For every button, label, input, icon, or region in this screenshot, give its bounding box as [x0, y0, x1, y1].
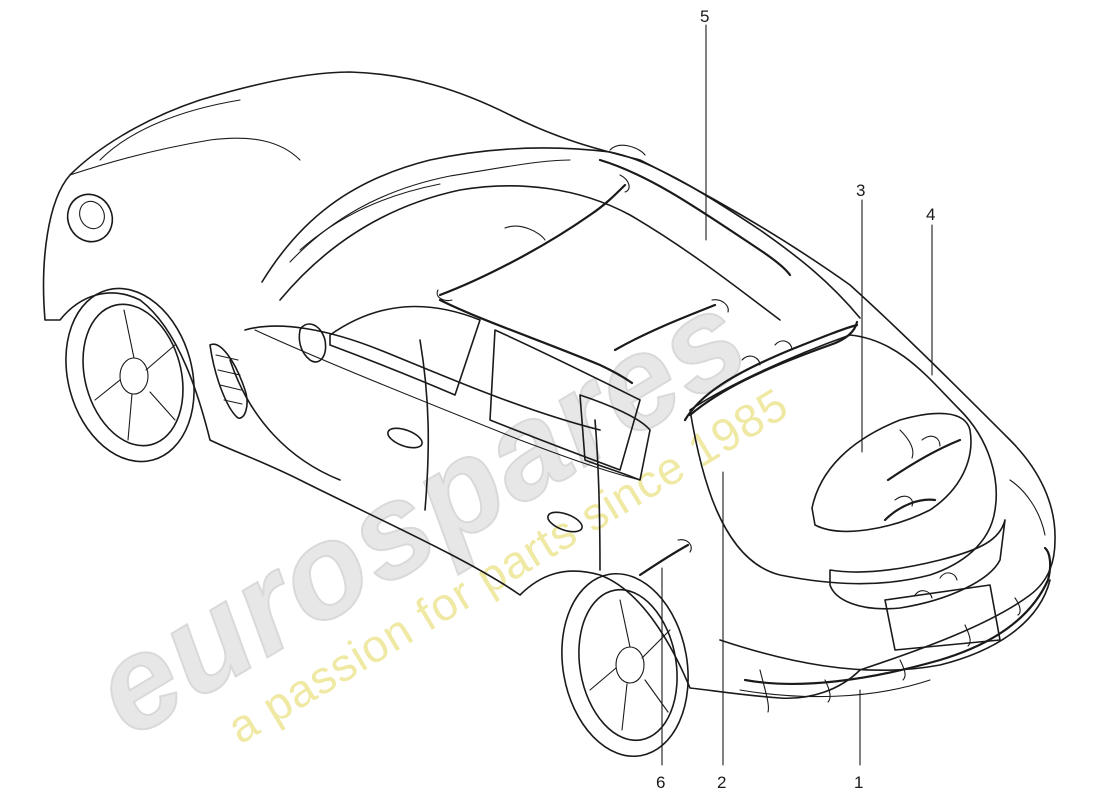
callout-4: 4	[926, 205, 935, 224]
roof-rail-harness	[598, 158, 792, 277]
callout-2: 2	[717, 773, 726, 792]
bumper-harness	[743, 546, 1052, 686]
callout-1: 1	[854, 773, 863, 792]
tailgate-lid-harness	[886, 438, 962, 482]
car-body	[42, 71, 1056, 758]
callout-6: 6	[656, 773, 665, 792]
watermark-brand: eurospares	[69, 261, 772, 764]
callout-5: 5	[700, 7, 709, 26]
rear-window-frame-harness	[683, 323, 859, 422]
front-wheel	[65, 287, 195, 463]
wiring-harnesses	[436, 144, 1052, 713]
callout-leaders	[661, 24, 933, 766]
callout-labels: 5 3 4 6 2 1	[656, 7, 935, 792]
rear-wheel	[561, 572, 689, 758]
rear-quarter-harness	[638, 543, 690, 577]
callout-3: 3	[856, 181, 865, 200]
